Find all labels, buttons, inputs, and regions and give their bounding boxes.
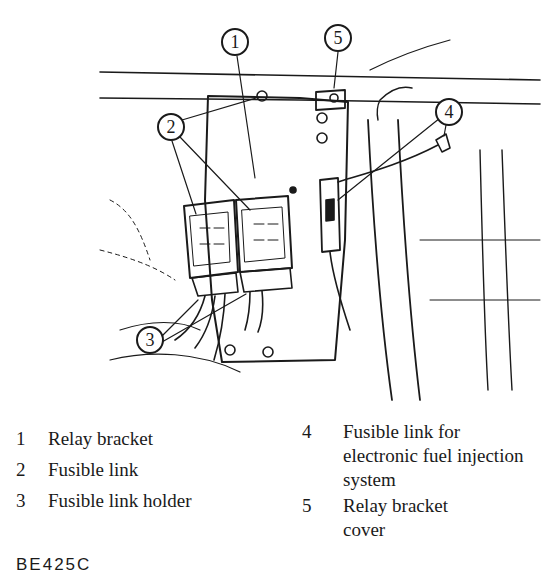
bolt [317, 133, 327, 143]
part-name: Relay bracket [48, 427, 153, 451]
fusible-link [184, 200, 238, 278]
hole [290, 187, 296, 193]
panel-edge [100, 72, 540, 80]
key-number: 2 [16, 458, 26, 482]
callout-number: 4 [445, 103, 454, 121]
fusible-link-face [242, 207, 285, 262]
leader-line [334, 52, 338, 88]
panel-edge [370, 40, 450, 70]
hidden-line [100, 200, 175, 280]
bolt [257, 91, 267, 101]
bolt [330, 94, 338, 102]
callout-number: 2 [167, 118, 176, 136]
harness [110, 323, 240, 373]
callout-circle: 3 [136, 326, 164, 354]
leader-line [444, 125, 446, 136]
wire [338, 145, 438, 182]
key-number: 5 [302, 494, 312, 518]
callout-number: 5 [334, 29, 343, 47]
callout-circle: 5 [324, 24, 352, 52]
relay-bracket [205, 96, 348, 362]
wire [330, 252, 350, 330]
part-name: Fusible link [48, 458, 138, 482]
key-number: 1 [16, 427, 26, 451]
relay-bracket-cover [316, 90, 345, 110]
leader-line [338, 118, 440, 200]
fusible-link [236, 196, 292, 272]
leader-line [180, 137, 250, 210]
callout-circle: 2 [157, 113, 185, 141]
leader-line [172, 141, 196, 214]
panel-edge [420, 240, 540, 300]
leader-line [162, 300, 198, 336]
harness-tube [368, 120, 420, 400]
fusible-link-holder [192, 273, 238, 296]
bolt [263, 347, 273, 357]
bolt [225, 345, 235, 355]
efi-fusible-link [320, 178, 340, 252]
callout-number: 3 [146, 331, 155, 349]
leader-line [182, 98, 256, 120]
harness-tube [377, 87, 412, 120]
part-name: Fusible link for electronic fuel injecti… [343, 420, 533, 491]
efi-fusible-link-body [326, 199, 334, 221]
terminal [200, 224, 278, 244]
connector [436, 134, 450, 152]
part-name: Relay bracket cover [343, 494, 483, 542]
key-number: 3 [16, 489, 26, 513]
callout-circle: 4 [435, 98, 463, 126]
leader-line [237, 56, 255, 178]
figure-code: BE425C [16, 554, 91, 575]
leader-line [162, 294, 246, 342]
bolt [317, 113, 327, 123]
callout-number: 1 [231, 33, 240, 51]
fusible-link-face [190, 212, 230, 266]
part-name: Fusible link holder [48, 489, 192, 513]
fusible-link-holder [240, 268, 292, 292]
harness-tube [480, 150, 512, 390]
callout-circle: 1 [221, 28, 249, 56]
